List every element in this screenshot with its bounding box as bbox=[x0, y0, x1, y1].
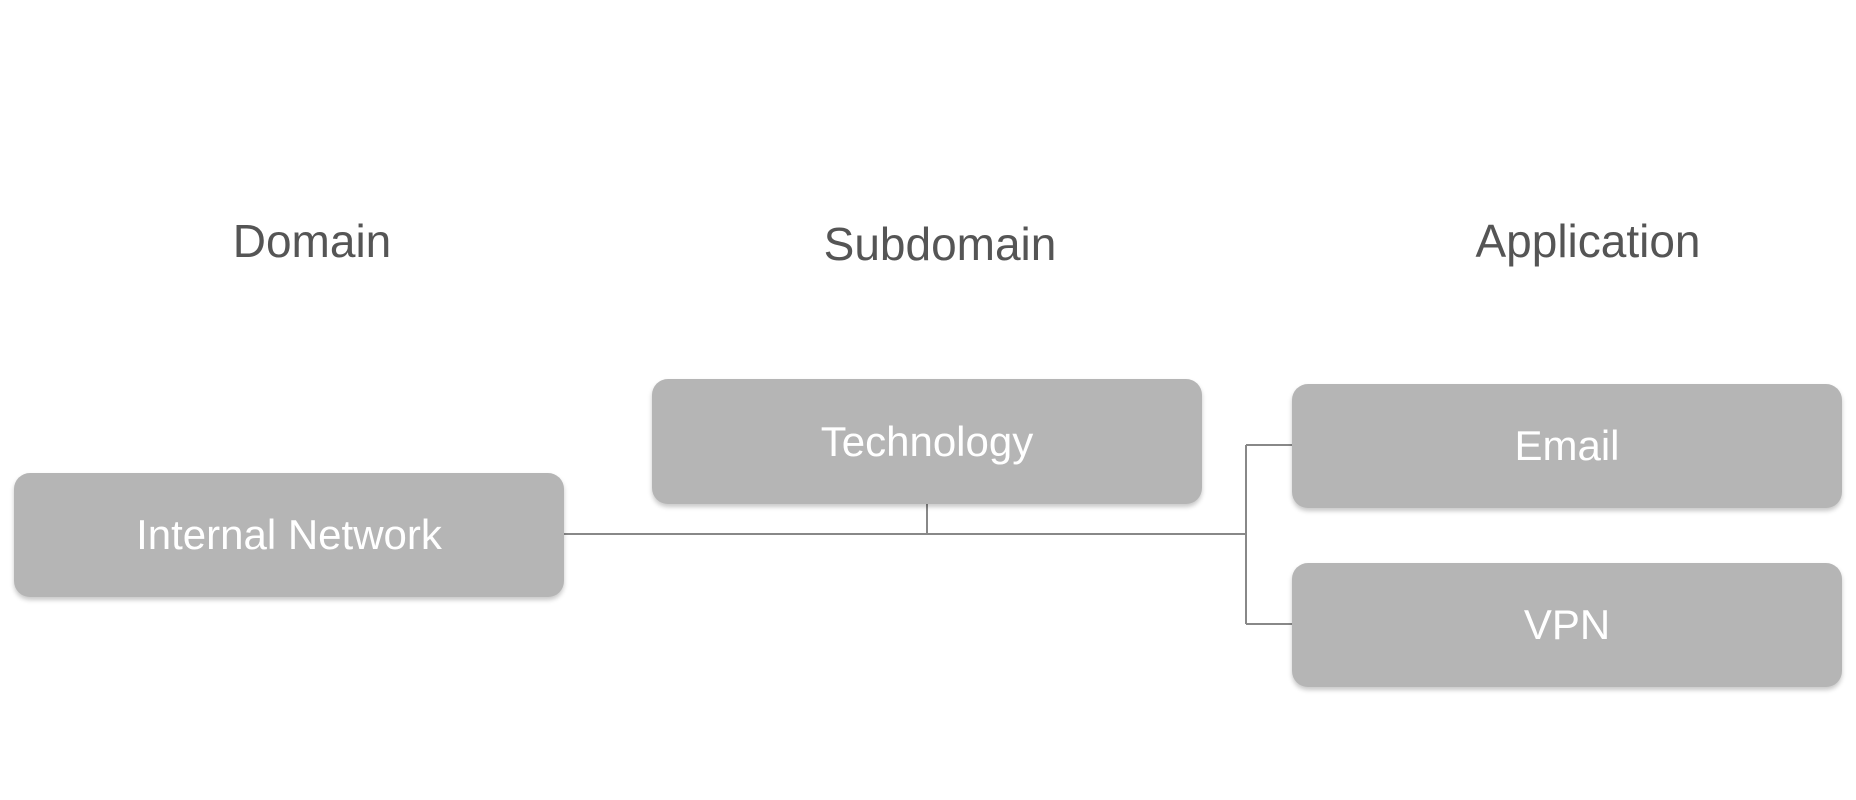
node-email[interactable]: Email bbox=[1292, 384, 1842, 508]
node-internal-network[interactable]: Internal Network bbox=[14, 473, 564, 597]
column-title-subdomain: Subdomain bbox=[823, 218, 1057, 270]
column-title-application: Application bbox=[1475, 215, 1701, 267]
column-title-domain: Domain bbox=[232, 215, 392, 267]
node-technology[interactable]: Technology bbox=[652, 379, 1202, 504]
node-vpn[interactable]: VPN bbox=[1292, 563, 1842, 687]
